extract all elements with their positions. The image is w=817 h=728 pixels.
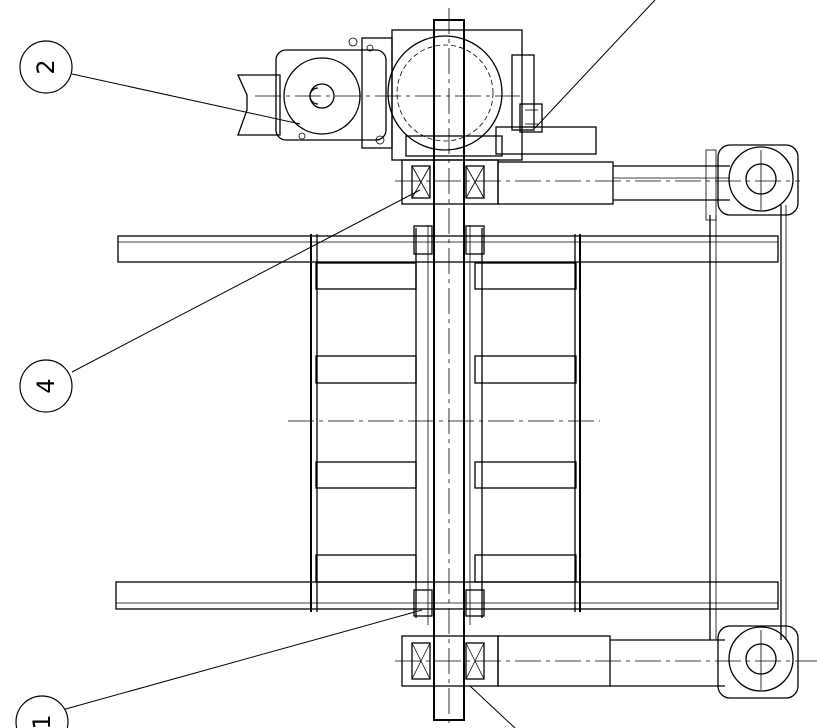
lower-bearing-arm bbox=[395, 625, 817, 699]
balloon-2: 2 bbox=[19, 40, 73, 94]
central-shaft bbox=[413, 8, 485, 728]
leader-lines bbox=[61, 0, 656, 728]
balloon-1: 1 bbox=[15, 695, 69, 728]
drum-cage bbox=[288, 234, 600, 612]
upper-bearing-arm bbox=[395, 144, 800, 216]
gear-motor bbox=[236, 29, 597, 161]
balloon-4: 4 bbox=[19, 359, 73, 413]
balloon-2-label: 2 bbox=[32, 59, 60, 74]
balloon-4-label: 4 bbox=[32, 378, 60, 393]
balloon-1-label: 1 bbox=[28, 714, 56, 728]
frame bbox=[115, 149, 787, 640]
